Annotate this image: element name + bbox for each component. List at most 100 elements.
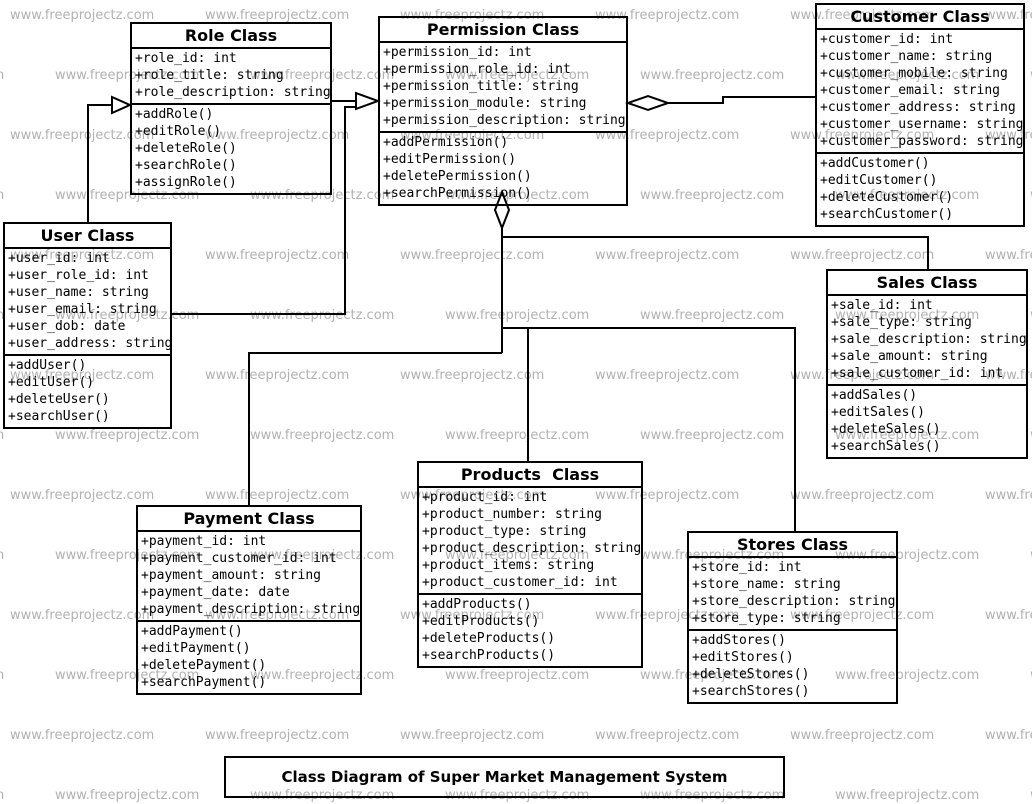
watermark-text: www.freeprojectz.com (10, 728, 155, 743)
class-attributes-user: +user_id: int+user_role_id: int+user_nam… (5, 249, 173, 356)
watermark-text: www.freeprojectz.com (1030, 788, 1032, 803)
watermark-text: www.freeprojectz.com (205, 248, 350, 263)
attribute: +sale_description: string (831, 332, 1027, 347)
method: +editCustomer() (820, 173, 938, 188)
watermark-text: www.freeprojectz.com (835, 428, 980, 443)
watermark-text: www.freeprojectz.com (250, 788, 395, 803)
attribute: +payment_amount: string (141, 568, 322, 583)
class-attributes-stores: +store_id: int+store_name: string+store_… (689, 558, 896, 631)
connector-permission-sales (502, 236, 929, 269)
watermark-text: www.freeprojectz.com (640, 68, 785, 83)
method: +addPayment() (141, 624, 243, 639)
method: +addUser() (8, 358, 87, 373)
attribute: +user_id: int (8, 251, 110, 266)
watermark-text: www.freeprojectz.com (790, 728, 935, 743)
class-title-user: User Class (5, 224, 170, 249)
method: +addProducts() (422, 597, 532, 612)
watermark-text: www.freeprojectz.com (0, 548, 4, 563)
attribute: +role_id: int (135, 51, 237, 66)
method: +searchSales() (831, 439, 941, 454)
class-attributes-role: +role_id: int+role_title: string+role_de… (132, 49, 331, 105)
watermark-text: www.freeprojectz.com (250, 308, 395, 323)
method: +searchProducts() (422, 648, 556, 663)
class-customer: Customer Class+customer_id: int+customer… (815, 3, 1025, 227)
watermark-text: www.freeprojectz.com (0, 308, 4, 323)
watermark-text: www.freeprojectz.com (835, 668, 980, 683)
watermark-text: www.freeprojectz.com (445, 68, 590, 83)
connector-permission-customer (668, 96, 815, 104)
class-permission: Permission Class+permission_id: int+perm… (378, 16, 628, 206)
watermark-text: www.freeprojectz.com (400, 608, 545, 623)
watermark-text: www.freeprojectz.com (400, 488, 545, 503)
method: +deleteCustomer() (820, 190, 954, 205)
watermark-text: www.freeprojectz.com (595, 8, 740, 23)
class-title-role: Role Class (132, 24, 330, 49)
class-products: Products Class+product_id: int+product_n… (417, 461, 643, 668)
watermark-text: www.freeprojectz.com (205, 128, 350, 143)
attribute: +permission_description: string (383, 113, 626, 128)
watermark-text: www.freeprojectz.com (10, 8, 155, 23)
watermark-text: www.freeprojectz.com (10, 128, 155, 143)
watermark-text: www.freeprojectz.com (985, 488, 1032, 503)
method: +editSales() (831, 405, 925, 420)
class-attributes-permission: +permission_id: int+permission_role_id: … (380, 43, 626, 133)
watermark-text: www.freeprojectz.com (0, 788, 4, 803)
watermark-text: www.freeprojectz.com (445, 428, 590, 443)
watermark-text: www.freeprojectz.com (445, 308, 590, 323)
generalization-arrow-permission (355, 91, 381, 111)
watermark-text: www.freeprojectz.com (0, 188, 4, 203)
watermark-text: www.freeprojectz.com (55, 788, 200, 803)
watermark-text: www.freeprojectz.com (10, 368, 155, 383)
watermark-text: www.freeprojectz.com (205, 8, 350, 23)
class-payment: Payment Class+payment_id: int+payment_cu… (136, 505, 362, 695)
method: +addCustomer() (820, 156, 930, 171)
attribute: +customer_email: string (820, 83, 1001, 98)
watermark-text: www.freeprojectz.com (445, 668, 590, 683)
class-role: Role Class+role_id: int+role_title: stri… (130, 22, 332, 195)
class-attributes-payment: +payment_id: int+payment_customer_id: in… (138, 532, 360, 622)
watermark-text: www.freeprojectz.com (985, 728, 1032, 743)
attribute: +store_name: string (692, 577, 841, 592)
method: +editStores() (692, 650, 794, 665)
class-attributes-products: +product_id: int+product_number: string+… (419, 488, 641, 595)
attribute: +product_description: string (422, 541, 642, 556)
diagram-title: Class Diagram of Super Market Management… (281, 768, 728, 786)
watermark-text: www.freeprojectz.com (1030, 308, 1032, 323)
method: +editRole() (135, 124, 222, 139)
connector-permission-payment (248, 352, 502, 505)
class-methods-sales: +addSales()+editSales()+deleteSales()+se… (828, 386, 1026, 457)
watermark-text: www.freeprojectz.com (445, 188, 590, 203)
watermark-text: www.freeprojectz.com (1030, 68, 1032, 83)
watermark-text: www.freeprojectz.com (640, 188, 785, 203)
watermark-text: www.freeprojectz.com (250, 428, 395, 443)
class-user: User Class+user_id: int+user_role_id: in… (3, 222, 172, 429)
method: +searchUser() (8, 409, 110, 424)
diagram-title-box: Class Diagram of Super Market Management… (224, 756, 785, 798)
watermark-text: www.freeprojectz.com (595, 128, 740, 143)
watermark-text: www.freeprojectz.com (55, 548, 200, 563)
watermark-text: www.freeprojectz.com (55, 188, 200, 203)
attribute: +customer_name: string (820, 49, 993, 64)
class-stores: Stores Class+store_id: int+store_name: s… (687, 531, 898, 704)
watermark-text: www.freeprojectz.com (205, 488, 350, 503)
attribute: +user_address: string (8, 336, 173, 351)
class-title-payment: Payment Class (138, 507, 360, 532)
watermark-text: www.freeprojectz.com (790, 488, 935, 503)
watermark-text: www.freeprojectz.com (790, 8, 935, 23)
watermark-text: www.freeprojectz.com (790, 248, 935, 263)
watermark-text: www.freeprojectz.com (640, 428, 785, 443)
attribute: +store_id: int (692, 560, 802, 575)
watermark-text: www.freeprojectz.com (250, 668, 395, 683)
attribute: +sale_customer_id: int (831, 366, 1004, 381)
watermark-text: www.freeprojectz.com (985, 608, 1032, 623)
watermark-text: www.freeprojectz.com (250, 548, 395, 563)
class-methods-customer: +addCustomer() +editCustomer() +deleteCust… (817, 154, 1023, 225)
watermark-text: www.freeprojectz.com (205, 368, 350, 383)
method: +addStores() (692, 633, 786, 648)
attribute: +permission_id: int (383, 45, 532, 60)
watermark-text: www.freeprojectz.com (595, 608, 740, 623)
attribute: +payment_date: date (141, 585, 290, 600)
class-title-permission: Permission Class (380, 18, 626, 43)
method: +editUser() (8, 375, 95, 390)
